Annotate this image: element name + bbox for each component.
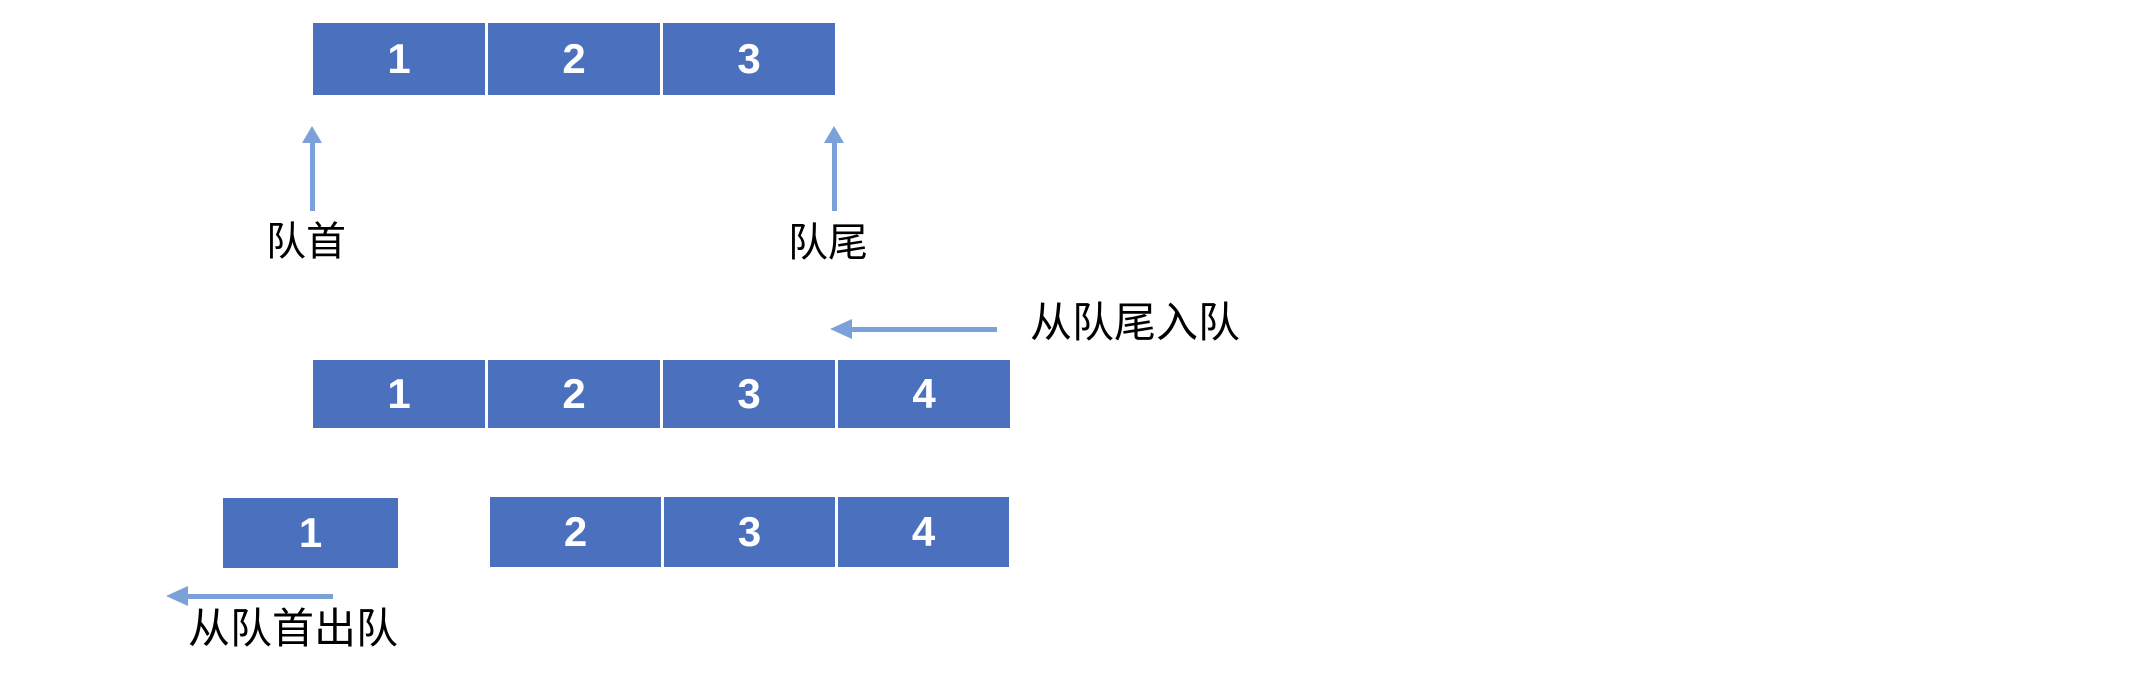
queue-cell: 1 — [313, 360, 485, 428]
queue-cell: 2 — [490, 497, 661, 567]
arrowhead — [824, 126, 844, 143]
dequeued-cell: 1 — [223, 498, 398, 568]
enqueue-label: 从队尾入队 — [1030, 299, 1241, 346]
queue-cell: 2 — [488, 23, 660, 95]
after-dequeue-row: 2 3 4 — [490, 497, 1009, 567]
queue-cell: 3 — [664, 497, 835, 567]
front-label: 队首 — [266, 220, 346, 264]
queue-cell: 3 — [663, 360, 835, 428]
rear-label: 队尾 — [788, 221, 868, 265]
front-pointer-up-arrow-icon — [302, 126, 322, 211]
dequeue-arrow-icon — [166, 586, 333, 606]
after-enqueue-row: 1 2 3 4 — [313, 360, 1010, 428]
dequeue-label: 从队首出队 — [188, 605, 399, 652]
arrow-shaft — [186, 593, 333, 599]
queue-cell: 4 — [838, 360, 1010, 428]
queue-cell: 3 — [663, 23, 835, 95]
arrow-shaft — [309, 141, 315, 211]
queue-cell: 4 — [838, 497, 1009, 567]
arrowhead — [302, 126, 322, 143]
queue-cell: 2 — [488, 360, 660, 428]
arrowhead — [166, 586, 188, 606]
queue-cell: 1 — [313, 23, 485, 95]
initial-queue-row: 1 2 3 — [313, 23, 835, 95]
enqueue-arrow-icon — [830, 319, 997, 339]
arrow-shaft — [850, 326, 997, 332]
arrow-shaft — [831, 141, 837, 211]
rear-pointer-up-arrow-icon — [824, 126, 844, 211]
arrowhead — [830, 319, 852, 339]
